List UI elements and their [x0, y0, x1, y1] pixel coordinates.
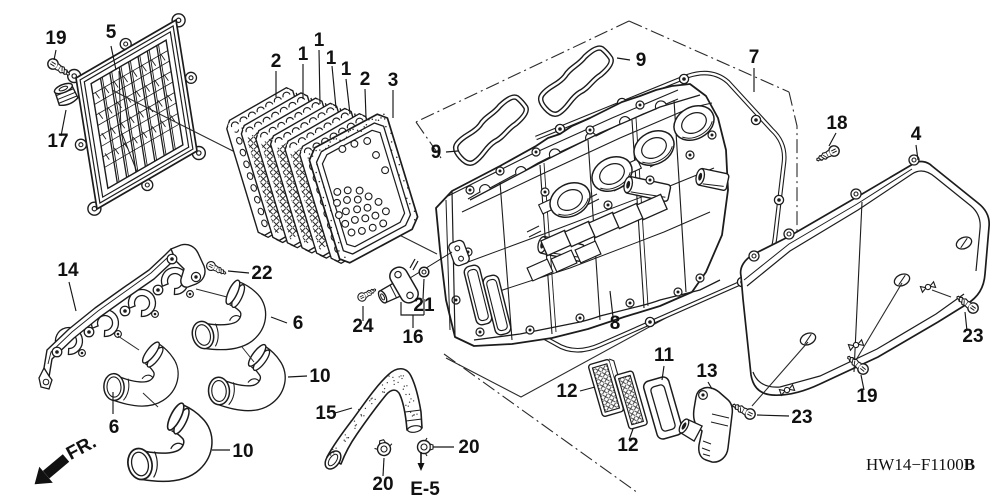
svg-text:12: 12	[617, 435, 638, 456]
svg-text:1: 1	[341, 59, 352, 80]
svg-text:16: 16	[402, 327, 423, 348]
svg-text:1: 1	[326, 48, 337, 69]
svg-text:23: 23	[791, 407, 812, 428]
svg-text:1: 1	[314, 30, 325, 51]
svg-text:22: 22	[251, 263, 272, 284]
svg-text:HW14−F1100B: HW14−F1100B	[866, 455, 975, 474]
svg-text:9: 9	[431, 142, 442, 163]
svg-text:E-5: E-5	[410, 479, 440, 499]
svg-text:24: 24	[352, 316, 374, 337]
svg-text:12: 12	[556, 381, 577, 402]
svg-text:21: 21	[413, 295, 435, 316]
svg-text:10: 10	[232, 441, 253, 462]
svg-text:20: 20	[372, 474, 393, 495]
svg-text:14: 14	[57, 260, 79, 281]
svg-text:2: 2	[271, 51, 282, 72]
svg-text:15: 15	[315, 403, 337, 424]
svg-text:10: 10	[309, 366, 330, 387]
svg-text:6: 6	[293, 313, 304, 334]
svg-text:9: 9	[636, 50, 647, 71]
svg-text:7: 7	[749, 47, 760, 68]
svg-text:17: 17	[47, 131, 68, 152]
svg-text:19: 19	[45, 28, 66, 49]
svg-text:19: 19	[856, 386, 877, 407]
svg-text:23: 23	[962, 326, 983, 347]
svg-text:13: 13	[696, 361, 717, 382]
svg-text:8: 8	[610, 313, 621, 334]
svg-text:20: 20	[458, 437, 479, 458]
svg-text:1: 1	[298, 44, 309, 65]
svg-text:3: 3	[388, 70, 399, 91]
svg-text:5: 5	[106, 22, 117, 43]
svg-text:11: 11	[654, 345, 675, 366]
svg-text:4: 4	[911, 124, 922, 145]
svg-text:18: 18	[826, 113, 847, 134]
svg-text:6: 6	[109, 417, 120, 438]
svg-text:2: 2	[360, 69, 371, 90]
